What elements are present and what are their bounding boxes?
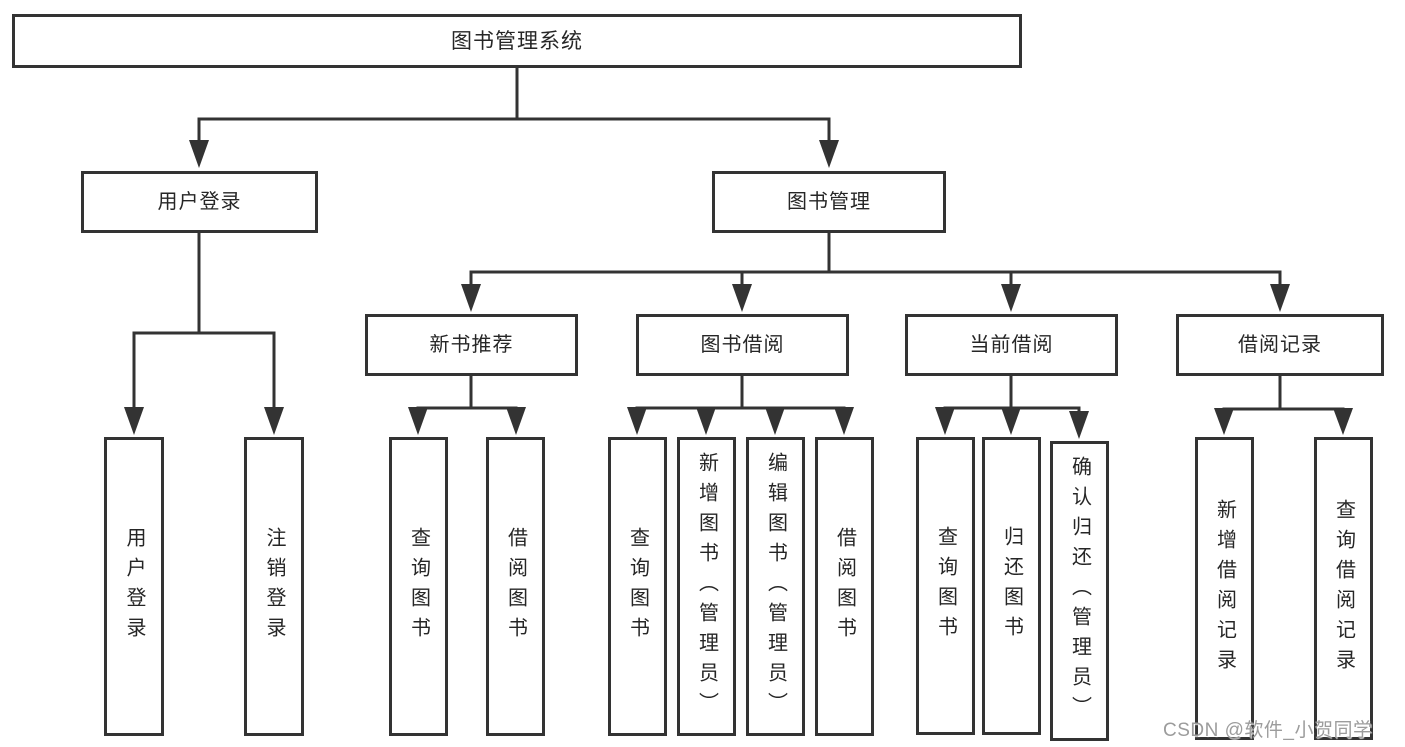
leaf-add-book-admin: 新增图书（管理员） (677, 437, 736, 736)
arrowheads (124, 140, 1353, 439)
node-current-borrow: 当前借阅 (905, 314, 1118, 376)
leaf-query-books-current: 查询图书 (916, 437, 975, 735)
leaf-query-books-borrow: 查询图书 (608, 437, 667, 736)
leaf-query-books-recommend: 查询图书 (389, 437, 448, 736)
leaf-edit-book-admin: 编辑图书（管理员） (746, 437, 805, 736)
node-new-book-recommend: 新书推荐 (365, 314, 578, 376)
leaf-logout: 注销登录 (244, 437, 304, 736)
leaf-borrow-books-recommend: 借阅图书 (486, 437, 545, 736)
node-book-management: 图书管理 (712, 171, 946, 233)
csdn-watermark: CSDN @软件_小贺同学 (1163, 720, 1373, 741)
leaf-add-borrow-record: 新增借阅记录 (1195, 437, 1254, 740)
leaf-borrow-books: 借阅图书 (815, 437, 874, 736)
node-library-management-system: 图书管理系统 (12, 14, 1022, 68)
leaf-user-login: 用户登录 (104, 437, 164, 736)
leaf-query-borrow-record: 查询借阅记录 (1314, 437, 1373, 740)
node-user-login: 用户登录 (81, 171, 318, 233)
leaf-confirm-return-admin: 确认归还（管理员） (1050, 441, 1109, 741)
node-book-borrow: 图书借阅 (636, 314, 849, 376)
leaf-return-books: 归还图书 (982, 437, 1041, 735)
node-borrow-records: 借阅记录 (1176, 314, 1384, 376)
